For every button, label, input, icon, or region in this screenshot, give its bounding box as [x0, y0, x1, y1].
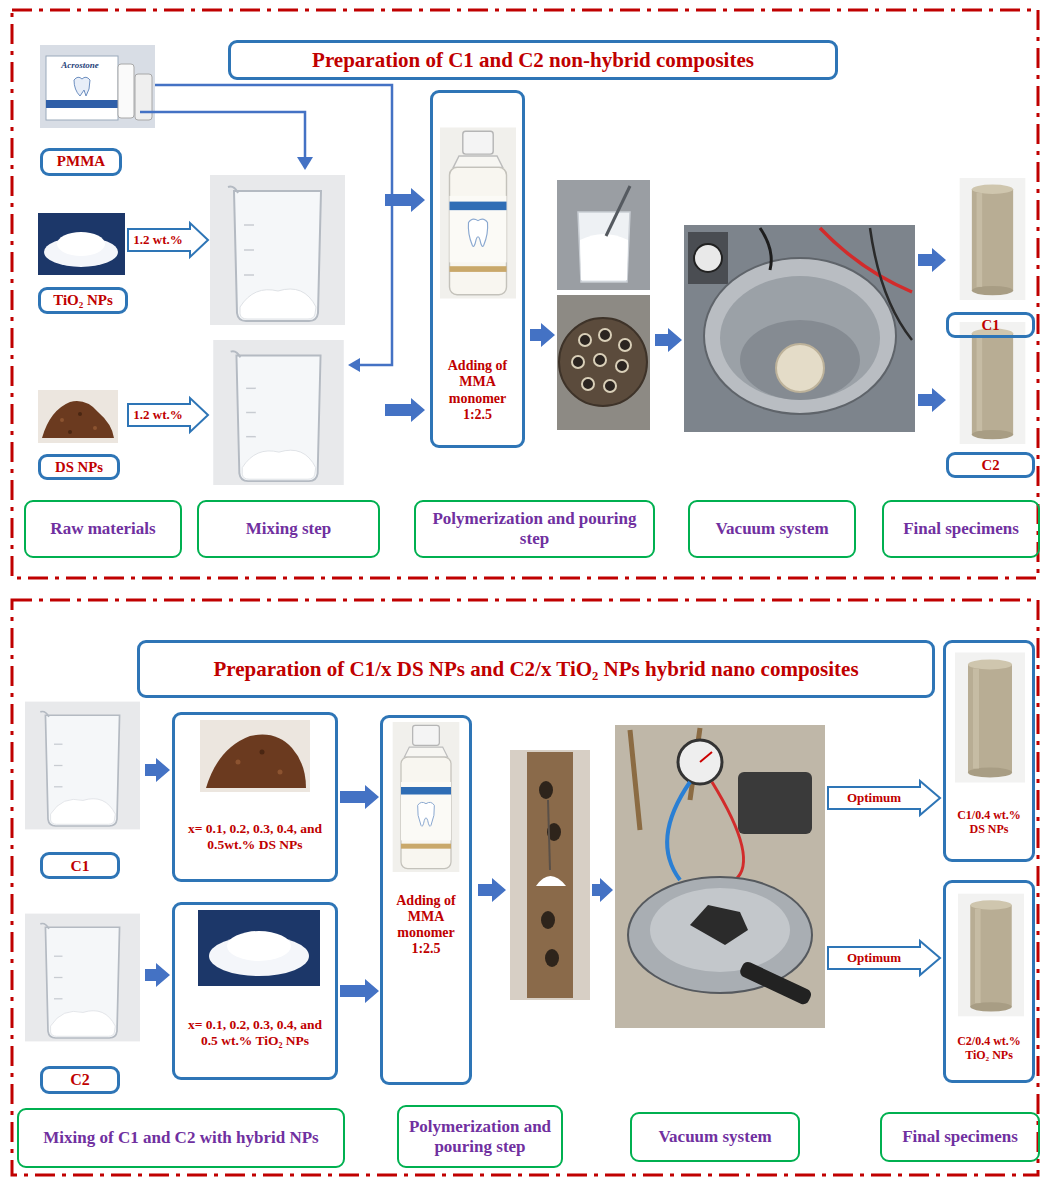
ratio-label: 1.2 wt.%	[133, 233, 182, 247]
step-label: Mixing step	[197, 500, 380, 558]
node-text: x= 0.1, 0.2, 0.3, 0.4, and 0.5 wt.% TiO₂…	[180, 1017, 330, 1048]
heading-box: Preparation of C1 and C2 non-hybrid comp…	[228, 40, 838, 80]
ratio-label: 1.2 wt.%	[133, 408, 182, 422]
flow-arrow	[340, 979, 379, 1003]
step-label: Raw materials	[24, 500, 182, 558]
node-text: Preparation of C1/x DS NPs and C2/x TiO₂…	[213, 657, 858, 681]
node-text: Final specimens	[903, 519, 1019, 539]
ds-photo	[38, 390, 118, 443]
node-text: Adding of MMA monomer 1:2.5	[388, 893, 464, 957]
node-text: Vacuum system	[715, 519, 828, 539]
composite-label: C1	[40, 852, 120, 879]
ds-photo	[200, 720, 310, 792]
vacuum-photo	[615, 725, 825, 1028]
step-label: Vacuum system	[630, 1112, 800, 1162]
step-label: Final specimens	[880, 1112, 1040, 1162]
pmma-photo	[40, 45, 155, 128]
panel-border	[12, 10, 1038, 1175]
node-text: C2	[70, 1071, 90, 1089]
material-label: TiO₂ NPs	[38, 287, 128, 314]
optimum-label: Optimum	[847, 791, 901, 805]
node-text: Adding of MMA monomer 1:2.5	[438, 358, 517, 422]
node-text: TiO₂ NPs	[53, 292, 113, 309]
step-label: Final specimens	[882, 500, 1040, 558]
step-label: Polymerization and pouring step	[397, 1105, 563, 1168]
specimen-label: C2	[946, 452, 1035, 478]
brand-text: Acrostone	[61, 61, 99, 71]
material-label: PMMA	[40, 148, 122, 176]
node-text: Final specimens	[902, 1127, 1018, 1147]
node-text: C2/0.4 wt.% TiO₂ NPs	[951, 1035, 1027, 1063]
step-label: Polymerization and pouring step	[414, 500, 655, 558]
final-specimen-box: C2/0.4 wt.% TiO₂ NPs	[943, 880, 1035, 1083]
node-text: Polymerization and pouring step	[421, 509, 648, 548]
monomer-box: Adding of MMA monomer 1:2.5	[380, 715, 472, 1085]
node-text: C1	[981, 317, 999, 334]
final-specimen-box: C1/0.4 wt.% DS NPs	[943, 640, 1035, 862]
node-text: C1	[71, 857, 90, 875]
monomer-box: Adding of MMA monomer 1:2.5	[430, 90, 525, 448]
specimen-label: C1	[946, 312, 1035, 338]
step-label: Mixing of C1 and C2 with hybrid NPs	[17, 1108, 345, 1168]
beaker-photo	[25, 175, 345, 1041]
node-text: x= 0.1, 0.2, 0.3, 0.4, and 0.5wt.% DS NP…	[180, 821, 330, 852]
vacuum-photo	[684, 225, 915, 432]
node-text: PMMA	[57, 153, 105, 170]
tio2-photo	[38, 213, 125, 275]
mold-photo	[510, 750, 590, 1000]
flow-arrow	[340, 785, 379, 809]
node-text: Mixing of C1 and C2 with hybrid NPs	[43, 1128, 318, 1148]
pouring-photo	[557, 180, 650, 430]
node-text: C2	[981, 457, 999, 474]
composite-label: C2	[40, 1066, 120, 1094]
node-text: Preparation of C1 and C2 non-hybrid comp…	[312, 48, 754, 72]
material-label: DS NPs	[38, 454, 120, 480]
nanoparticle-box: x= 0.1, 0.2, 0.3, 0.4, and 0.5wt.% DS NP…	[172, 712, 338, 882]
optimum-label: Optimum	[847, 951, 901, 965]
heading-box: Preparation of C1/x DS NPs and C2/x TiO₂…	[137, 640, 935, 698]
node-text: Raw materials	[50, 519, 155, 539]
tio2-photo	[198, 910, 320, 986]
node-text: DS NPs	[55, 459, 103, 476]
specimen-photo	[955, 178, 1025, 1016]
step-label: Vacuum system	[688, 500, 856, 558]
node-text: C1/0.4 wt.% DS NPs	[951, 809, 1027, 837]
nanoparticle-box: x= 0.1, 0.2, 0.3, 0.4, and 0.5 wt.% TiO₂…	[172, 902, 338, 1080]
node-text: Polymerization and pouring step	[404, 1117, 556, 1156]
node-text: Vacuum system	[658, 1127, 771, 1147]
node-text: Mixing step	[246, 519, 331, 539]
